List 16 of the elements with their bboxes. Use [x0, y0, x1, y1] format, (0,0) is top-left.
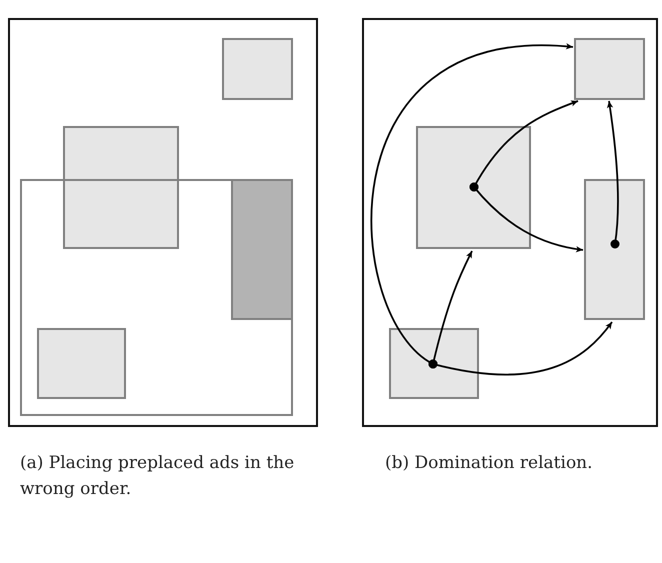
arrow — [428, 321, 613, 376]
arrow — [470, 182, 584, 252]
caption: (b) Domination relation. — [385, 452, 594, 475]
rectangle — [37, 328, 126, 399]
shaded-rectangle — [231, 179, 293, 320]
caption: (a) Placing preplaced ads in the wrong order. — [20, 452, 296, 501]
frame — [362, 18, 658, 427]
rectangle — [63, 126, 179, 249]
rectangle — [574, 38, 645, 100]
rectangle — [416, 126, 531, 249]
arrow — [606, 100, 620, 248]
outline-rectangle — [20, 179, 293, 416]
rectangle — [584, 179, 645, 320]
rectangle — [389, 328, 479, 399]
rectangle — [222, 38, 293, 100]
frame — [8, 18, 318, 427]
